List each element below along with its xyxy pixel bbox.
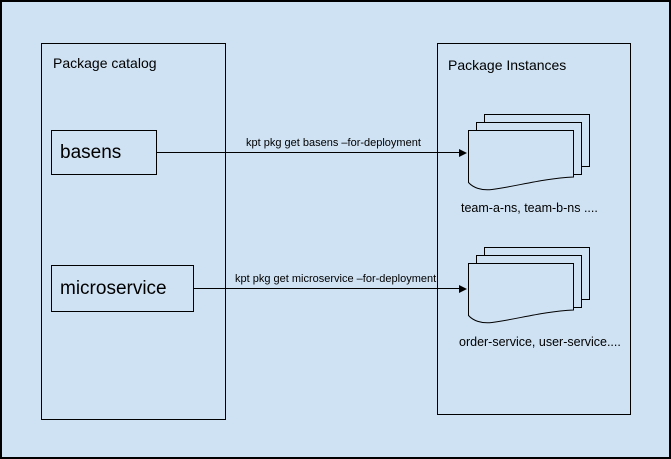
node-microservice-label: microservice [60,277,167,299]
arrow-microservice-label: kpt pkg get microservice –for-deployment [235,273,437,285]
document-front-sheet [468,130,574,191]
arrow-basens-label: kpt pkg get basens –for-deployment [246,137,421,149]
stack-caption-services: order-service, user-service.... [459,335,621,349]
node-basens-label: basens [60,141,122,163]
node-microservice: microservice [51,265,194,312]
document-stack-icon [468,114,590,191]
package-catalog-title: Package catalog [53,55,157,71]
arrow-microservice-line [194,288,460,289]
package-instances-title: Package Instances [448,57,567,73]
arrow-basens-head-icon [459,149,467,157]
package-instances-box: Package Instances [437,43,631,415]
node-basens: basens [51,130,157,175]
stack-caption-namespaces: team-a-ns, team-b-ns .... [461,201,598,215]
package-catalog-box: Package catalog [41,43,226,420]
document-stack-icon [468,247,590,324]
arrow-basens-line [157,152,460,153]
arrow-microservice-head-icon [459,285,467,293]
document-front-sheet [468,263,574,324]
